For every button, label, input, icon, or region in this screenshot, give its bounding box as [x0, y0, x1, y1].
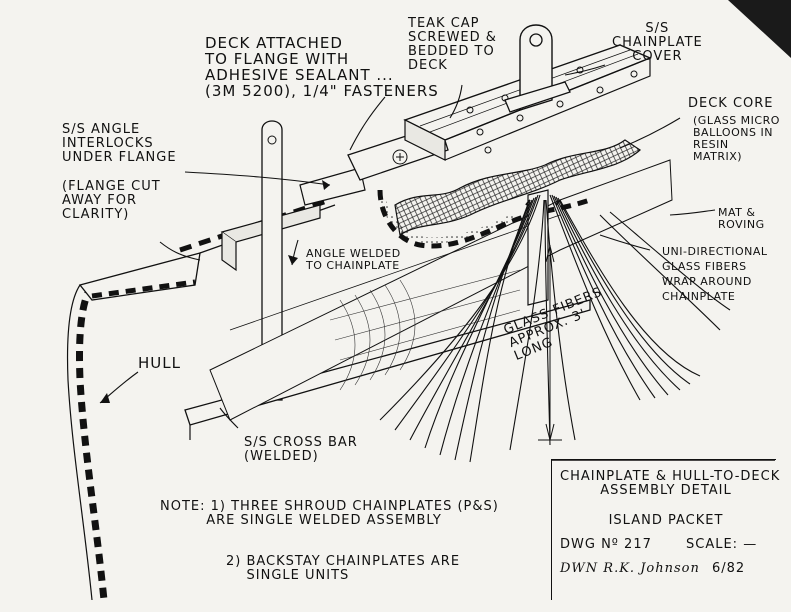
label-mat-roving: MAT & ROVING: [718, 206, 765, 231]
title-block-drawn-by: DWN R.K. Johnson: [560, 561, 700, 576]
label-ss-angle: S/S ANGLE INTERLOCKS UNDER FLANGE: [62, 122, 177, 165]
title-block: [551, 459, 776, 600]
label-teak-cap: TEAK CAP SCREWED & BEDDED TO DECK: [408, 16, 497, 73]
label-angle-welded: ANGLE WELDED TO CHAINPLATE: [306, 247, 401, 272]
label-chainplate-cover: S/S CHAINPLATE COVER: [612, 21, 703, 64]
label-deck-core: DECK CORE: [688, 96, 774, 111]
title-block-scale: SCALE: —: [686, 537, 758, 552]
label-cross-bar: S/S CROSS BAR (WELDED): [244, 435, 358, 464]
title-block-dwg-no: DWG Nº 217: [560, 537, 652, 552]
label-deck-core-detail: (GLASS MICRO BALLOONS IN RESIN MATRIX): [693, 114, 780, 163]
title-block-subtitle: ISLAND PACKET: [608, 513, 724, 528]
title-block-title: CHAINPLATE & HULL-TO-DECK ASSEMBLY DETAI…: [560, 469, 781, 498]
hull-flange: [78, 252, 201, 301]
label-hull: HULL: [138, 354, 181, 372]
ss-cross-bar: [184, 299, 591, 426]
note-1: NOTE: 1) THREE SHROUD CHAINPLATES (P&S) …: [160, 499, 499, 528]
label-flange-cut: (FLANGE CUT AWAY FOR CLARITY): [62, 179, 161, 222]
note-2: 2) BACKSTAY CHAINPLATES ARE SINGLE UNITS: [226, 554, 461, 583]
hull-shell: [76, 283, 108, 601]
glass-fiber-bundles: [379, 194, 731, 463]
title-block-date: 6/82: [712, 561, 746, 576]
label-deck-attached: DECK ATTACHED TO FLANGE WITH ADHESIVE SE…: [205, 34, 439, 100]
deck-core: [394, 139, 641, 237]
label-uni-fibers: UNI-DIRECTIONAL GLASS FIBERS WRAP AROUND…: [662, 245, 768, 303]
corner-mark: [728, 0, 791, 58]
